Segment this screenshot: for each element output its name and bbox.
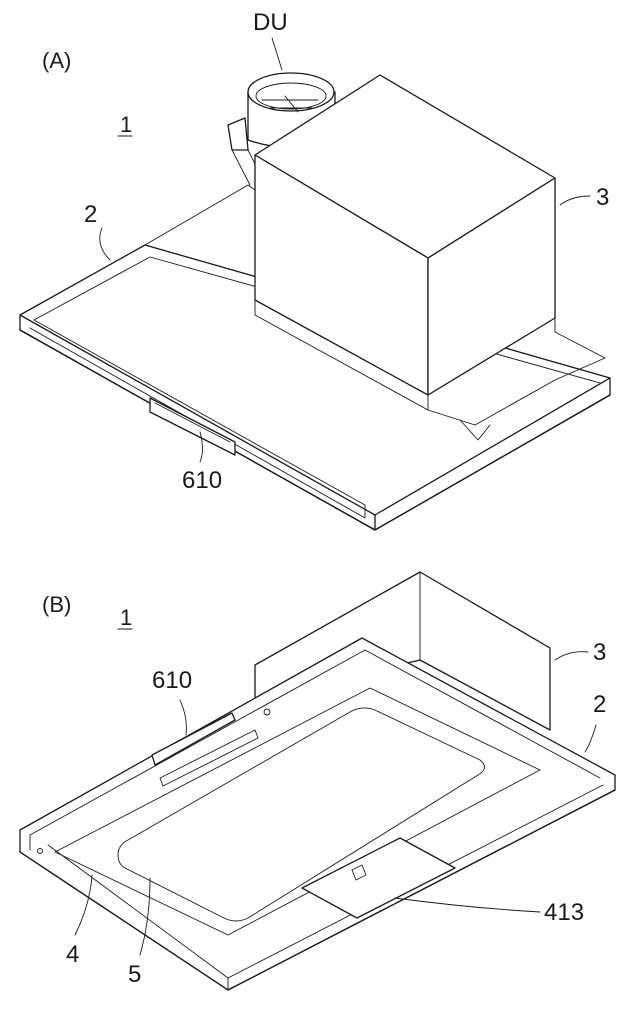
- frame-label-b: 2: [593, 691, 606, 718]
- leader-2-a: [100, 228, 110, 260]
- leader-610-b: [180, 700, 186, 735]
- label-4: 4: [66, 941, 79, 968]
- leader-du: [272, 38, 282, 70]
- frame-label-a: 2: [84, 201, 97, 228]
- leader-413: [395, 898, 540, 912]
- leader-3-a: [560, 196, 590, 205]
- part-label-610-a: 610: [182, 467, 222, 494]
- label-5: 5: [128, 961, 141, 988]
- leader-2-b: [585, 725, 596, 752]
- label-413: 413: [544, 899, 584, 926]
- panel-b-label: (B): [42, 592, 71, 617]
- assembly-ref-b: 1: [120, 605, 132, 630]
- panel-a: (A) 1 DU 3 2 610: [20, 9, 610, 530]
- duct-label: DU: [253, 9, 288, 36]
- assembly-ref-a: 1: [120, 112, 132, 137]
- panel-b: (B) 1 610 3 2 4 5 413: [20, 572, 615, 990]
- leader-3-b: [555, 652, 588, 660]
- body-label-b: 3: [593, 639, 606, 666]
- part-label-610-b: 610: [152, 667, 192, 694]
- panel-a-label: (A): [42, 48, 71, 73]
- body-label-a: 3: [596, 184, 609, 211]
